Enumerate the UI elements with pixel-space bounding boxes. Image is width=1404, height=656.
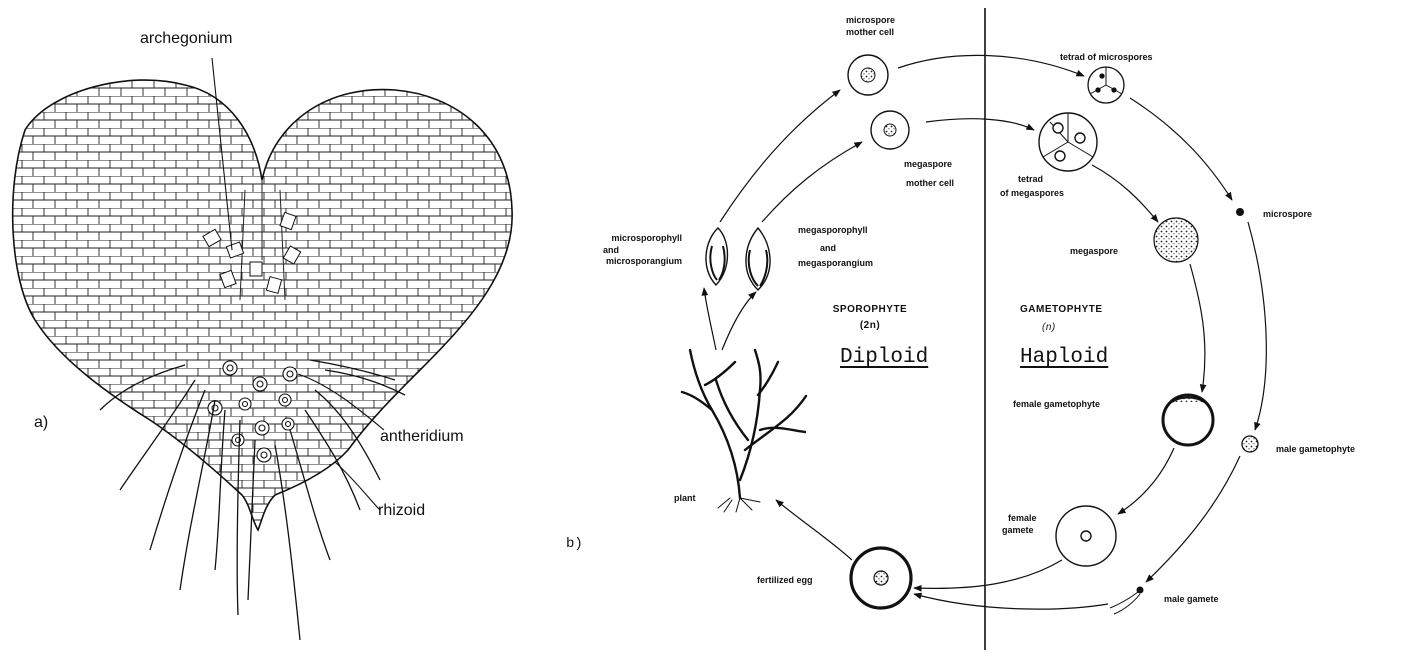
microsporophyll-drawing [706, 228, 728, 285]
male-gamete-label: male gamete [1164, 593, 1219, 605]
fertilized-egg-cell [851, 548, 911, 608]
megasporophyll-label-2: and [820, 242, 836, 254]
plant-label: plant [674, 492, 696, 504]
microsporophyll-label-3: microsporangium [540, 255, 682, 267]
megaspore-mother-cell [871, 111, 909, 149]
megaspore-mother-cell-label-1: megaspore [904, 158, 952, 170]
plant-drawing [682, 350, 806, 512]
diploid-word: Diploid [840, 352, 928, 364]
megaspore-label: megaspore [1070, 245, 1118, 257]
haploid-word: Haploid [1020, 352, 1108, 364]
microspore-label: microspore [1263, 208, 1312, 220]
sporophyte-title: SPOROPHYTE [825, 304, 915, 316]
megasporophyll-label-3: megasporangium [798, 257, 873, 269]
microspore-mother-cell [848, 55, 888, 95]
microspore-mother-cell-label-1: microspore [846, 14, 895, 26]
gametophyte-ploidy: (n) [1042, 322, 1056, 334]
megasporophyll-label-1: megasporophyll [798, 224, 868, 236]
rhizoid-label: rhizoid [378, 502, 425, 520]
female-gametophyte-cell [1163, 395, 1213, 445]
male-gamete-cell [1110, 587, 1143, 614]
panel-a-letter: a) [34, 414, 48, 432]
sporophyte-ploidy: (2n) [825, 320, 915, 332]
tetrad-of-microspores [1088, 67, 1124, 103]
fertilized-egg-label: fertilized egg [757, 574, 813, 586]
male-gametophyte-cell [1242, 436, 1258, 452]
tetrad-of-megaspores [1039, 113, 1097, 171]
tetrad-megaspores-label-2: of megaspores [1000, 187, 1064, 199]
megaspore-cell [1154, 218, 1198, 262]
antheridium-label: antheridium [380, 428, 464, 446]
megaspore-mother-cell-label-2: mother cell [906, 177, 954, 189]
tetrad-microspores-label: tetrad of microspores [1060, 51, 1153, 63]
female-gamete-cell [1056, 506, 1116, 566]
female-gametophyte-label: female gametophyte [1013, 398, 1100, 410]
microspore-dot [1236, 208, 1244, 216]
microspore-mother-cell-label-2: mother cell [846, 26, 894, 38]
thallus-drawing [13, 80, 512, 530]
gametophyte-title: GAMETOPHYTE [1020, 304, 1103, 316]
female-gamete-label-2: gamete [1002, 524, 1034, 536]
megasporophyll-drawing [746, 228, 770, 290]
microsporophyll-label-1: microsporophyll [540, 232, 682, 244]
archegonium-label: archegonium [140, 30, 233, 48]
female-gamete-label-1: female [1008, 512, 1037, 524]
panel-b-letter: b) [566, 538, 583, 550]
male-gametophyte-label: male gametophyte [1276, 443, 1355, 455]
tetrad-megaspores-label-1: tetrad [1018, 173, 1043, 185]
